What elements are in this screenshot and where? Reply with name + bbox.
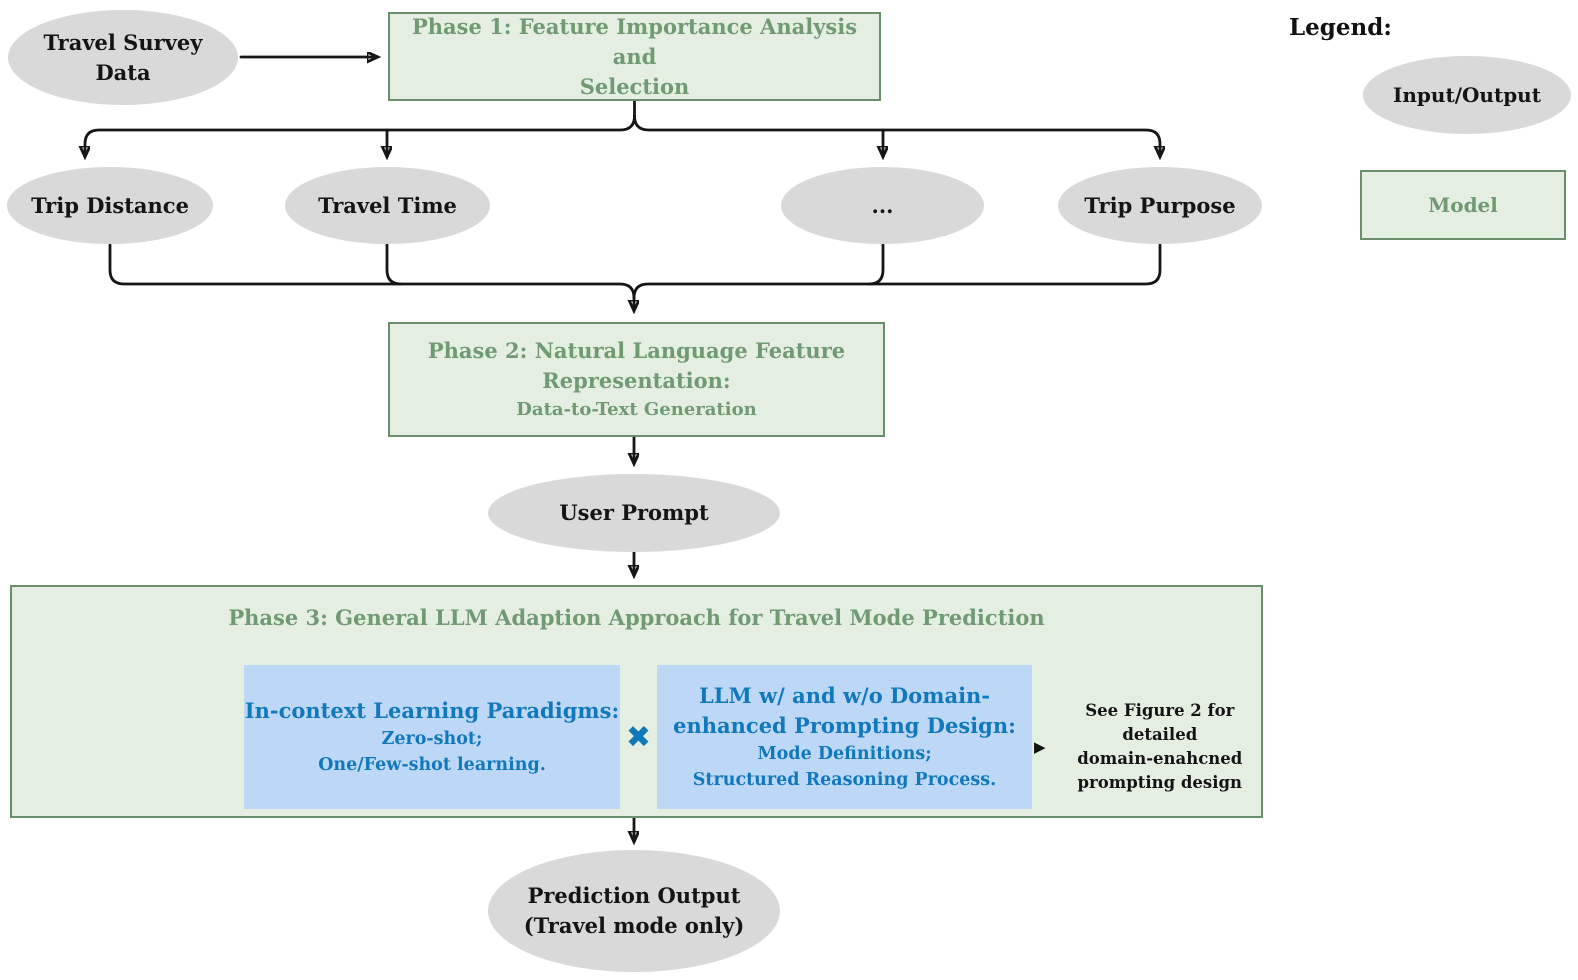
legend-title: Legend: xyxy=(1289,14,1392,41)
node-llm-prompting: LLM w/ and w/o Domain- enhanced Promptin… xyxy=(657,665,1032,809)
node-label: In-context Learning Paradigms: xyxy=(244,698,620,723)
node-travel-time: Travel Time xyxy=(285,167,490,244)
node-label: Representation: xyxy=(542,368,731,393)
node-label: LLM w/ and w/o Domain- xyxy=(698,683,991,708)
node-label: enhanced Prompting Design: xyxy=(673,713,1016,738)
cross-multiply-icon: ✖ xyxy=(625,719,652,755)
node-user-prompt: User Prompt xyxy=(488,474,780,552)
node-phase3: Phase 3: General LLM Adaption Approach f… xyxy=(10,585,1263,818)
node-label: Travel Survey xyxy=(43,29,203,55)
legend-model: Model xyxy=(1360,170,1566,240)
node-label: Data xyxy=(95,59,151,85)
legend-label: Model xyxy=(1428,193,1498,217)
node-sublabel: Data-to-Text Generation xyxy=(516,399,757,420)
node-label: Travel Time xyxy=(318,192,457,218)
note-text: See Figure 2 for detailed domain-enahcne… xyxy=(1056,699,1264,795)
node-label: ... xyxy=(871,192,894,218)
node-trip-distance: Trip Distance xyxy=(7,167,213,244)
node-label: Trip Purpose xyxy=(1084,192,1236,218)
node-phase1: Phase 1: Feature Importance Analysis and… xyxy=(388,12,881,101)
node-phase2: Phase 2: Natural Language Feature Repres… xyxy=(388,322,885,437)
note-line: domain-enahcned xyxy=(1077,749,1243,768)
node-label: Phase 1: Feature Importance Analysis and xyxy=(411,13,858,69)
node-label: (Travel mode only) xyxy=(523,913,745,938)
node-travel-survey-data: Travel Survey Data xyxy=(8,10,238,105)
note-line: See Figure 2 for detailed xyxy=(1085,701,1235,744)
node-incontext-learning: In-context Learning Paradigms: Zero-shot… xyxy=(244,665,620,809)
node-sublabel: Zero-shot; xyxy=(381,729,483,749)
node-ellipsis-feature: ... xyxy=(781,167,984,244)
pointer-triangle-icon: ▶ xyxy=(1034,737,1046,756)
figure2-note: ▶ See Figure 2 for detailed domain-enahc… xyxy=(1034,699,1264,795)
legend-input-output: Input/Output xyxy=(1363,56,1571,134)
phase3-title: Phase 3: General LLM Adaption Approach f… xyxy=(228,605,1045,630)
node-label: Selection xyxy=(579,73,690,99)
node-prediction-output: Prediction Output (Travel mode only) xyxy=(488,850,780,972)
node-label: Prediction Output xyxy=(527,883,741,908)
note-line: prompting design xyxy=(1077,773,1243,792)
node-sublabel: Mode Definitions; xyxy=(757,744,932,764)
node-label: Trip Distance xyxy=(31,192,189,218)
legend-label: Input/Output xyxy=(1393,83,1541,107)
node-label: User Prompt xyxy=(559,500,709,525)
node-sublabel: Structured Reasoning Process. xyxy=(692,770,997,790)
node-label: Phase 2: Natural Language Feature xyxy=(427,338,846,363)
node-sublabel: One/Few-shot learning. xyxy=(318,755,546,775)
node-trip-purpose: Trip Purpose xyxy=(1058,167,1262,244)
